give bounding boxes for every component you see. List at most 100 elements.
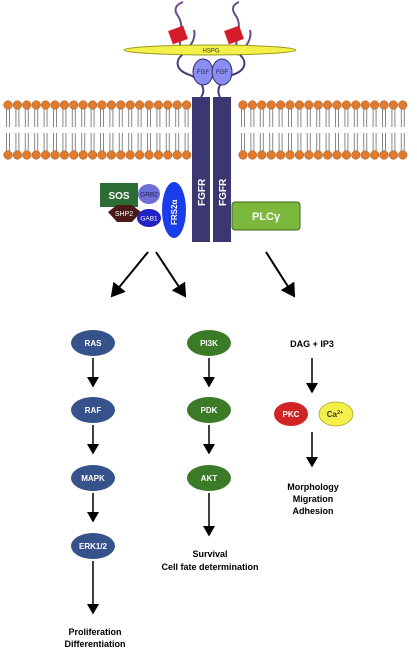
fgfr-right-label: FGFR xyxy=(218,178,229,206)
lipid-tails xyxy=(128,109,133,151)
lipid-head xyxy=(125,150,135,160)
plc-outcome-3: Adhesion xyxy=(292,506,333,516)
lipid-head xyxy=(182,100,192,110)
lipid-tails xyxy=(250,109,255,151)
lipid-tails xyxy=(156,109,161,151)
pdk-label: PDK xyxy=(201,406,218,415)
sos-box xyxy=(100,183,138,207)
lipid-head xyxy=(379,100,389,110)
lipid-head xyxy=(31,150,41,160)
lipid-head xyxy=(3,150,13,160)
lipid-head xyxy=(294,100,304,110)
lipid-tails xyxy=(118,109,123,151)
lipid-tails xyxy=(269,109,274,151)
mapk-outcome-2: Differentiation xyxy=(64,639,125,649)
lipid-head xyxy=(266,150,276,160)
pi3k-label: PI3K xyxy=(200,339,218,348)
calcium-label: Ca2+ xyxy=(327,410,344,419)
lipid-head xyxy=(313,150,323,160)
lipid-tails xyxy=(62,109,67,151)
lipid-head xyxy=(238,150,248,160)
plcg-box xyxy=(231,201,301,231)
lipid-tails xyxy=(6,109,10,151)
pkc-label: PKC xyxy=(283,410,300,419)
lipid-head xyxy=(125,100,135,110)
lipid-head xyxy=(153,150,163,160)
fgfr-right xyxy=(213,97,231,242)
lipid-tails xyxy=(90,109,95,151)
ras-label: RAS xyxy=(85,339,103,348)
lipid-head xyxy=(88,150,98,160)
frs2-node xyxy=(162,182,186,238)
lipid-tails xyxy=(372,109,377,151)
lipid-tails xyxy=(81,109,86,151)
lipid-head xyxy=(163,100,173,110)
lipid-head xyxy=(22,100,32,110)
mapk-node xyxy=(71,465,115,491)
lipid-head xyxy=(69,100,79,110)
lipid-tails xyxy=(259,109,264,151)
lipid-head xyxy=(97,150,107,160)
lipid-head xyxy=(50,150,60,160)
mapk-outcome-1: Proliferation xyxy=(68,627,121,637)
lipid-head xyxy=(332,150,342,160)
lipid-head xyxy=(304,100,314,110)
calcium-node xyxy=(318,401,354,427)
hspg-core xyxy=(123,44,297,56)
lipid-head xyxy=(370,100,380,110)
lipid-head xyxy=(351,150,361,160)
lipid-head xyxy=(12,150,22,160)
gab1-node xyxy=(137,209,161,227)
lipid-head xyxy=(59,150,69,160)
lipid-head xyxy=(144,100,154,110)
hspg-label: HSPG xyxy=(202,49,219,55)
shp2-label: SHP2 xyxy=(115,211,133,218)
lipid-head xyxy=(163,150,173,160)
lipid-tails xyxy=(400,109,405,151)
lipid-head xyxy=(135,150,145,160)
fgfr-left-label: FGFR xyxy=(197,178,208,206)
lipid-head xyxy=(370,150,380,160)
erk-node xyxy=(71,533,115,559)
lipid-tails xyxy=(137,109,142,151)
lipid-head xyxy=(285,150,295,160)
lipid-tails xyxy=(363,109,368,151)
lipid-tails xyxy=(306,109,311,151)
lipid-head xyxy=(31,100,41,110)
lipid-head xyxy=(106,150,116,160)
lipid-head xyxy=(398,100,408,110)
lipid-tails xyxy=(100,109,104,151)
lipid-tails xyxy=(278,109,283,151)
dag-ip3-label: DAG + IP3 xyxy=(290,339,334,349)
lipid-tails xyxy=(353,109,358,151)
lipid-head xyxy=(144,150,154,160)
pdk-node xyxy=(187,397,231,423)
mapk-label: MAPK xyxy=(81,474,105,483)
pi3k-outcome-2: Cell fate determination xyxy=(161,562,258,572)
lipid-bilayer xyxy=(3,100,408,160)
lipid-head xyxy=(247,100,257,110)
grb2-label: GRB2 xyxy=(140,192,158,199)
lipid-tails xyxy=(34,109,39,151)
plcg-label: PLCγ xyxy=(252,211,281,223)
lipid-head xyxy=(285,100,295,110)
ras-node xyxy=(71,330,115,356)
lipid-tails xyxy=(165,109,170,151)
lipid-head xyxy=(294,150,304,160)
lipid-tails xyxy=(382,109,386,151)
lipid-tails xyxy=(24,109,29,151)
fgf-right-label: FGF xyxy=(216,70,228,76)
lipid-head xyxy=(135,100,145,110)
pi3k-pathway: PI3K PDK AKT Survival Cell fate determin… xyxy=(161,330,259,572)
lipid-head xyxy=(116,150,126,160)
pi3k-outcome-1: Survival xyxy=(192,549,227,559)
gab1-label: GAB1 xyxy=(140,216,158,223)
lipid-head xyxy=(360,100,370,110)
lipid-tails xyxy=(241,109,245,151)
raf-node xyxy=(71,397,115,423)
lipid-head xyxy=(78,100,88,110)
akt-node xyxy=(187,465,231,491)
lipid-head xyxy=(97,100,107,110)
lipid-head xyxy=(388,100,398,110)
